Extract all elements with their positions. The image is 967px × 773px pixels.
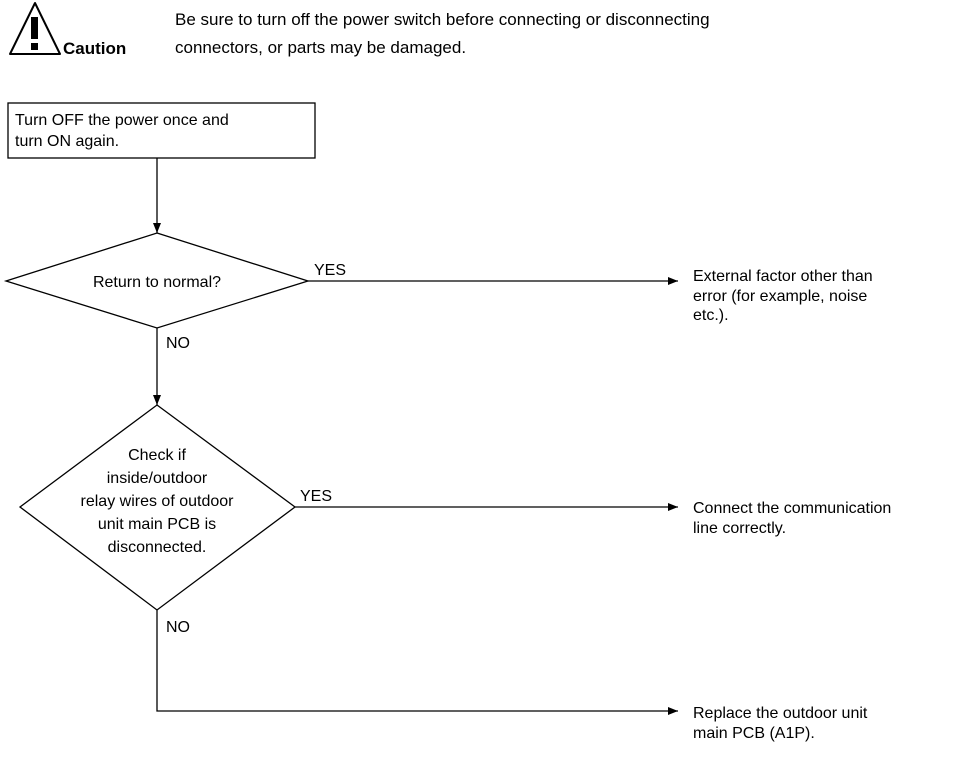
decision-2-text-line: Check if	[128, 447, 186, 464]
result-text-line: error (for example, noise	[693, 288, 867, 305]
decision-2-text-line: inside/outdoor	[107, 470, 208, 487]
final-result: Replace the outdoor unit main PCB (A1P).	[693, 705, 868, 742]
decision-1-text-line: Return to normal?	[93, 274, 221, 291]
connector-decision-2-no	[156, 610, 678, 715]
decision-2-diamond: Check if inside/outdoor relay wires of o…	[18, 404, 297, 611]
decision-2-text-line: relay wires of outdoor	[81, 493, 235, 510]
caution-notice: Caution Be sure to turn off the power sw…	[9, 2, 710, 58]
decision-2-yes-label: YES	[300, 488, 332, 505]
decision-1-no-label: NO	[166, 335, 190, 352]
result-text-line: Replace the outdoor unit	[693, 705, 868, 722]
result-text-line: etc.).	[693, 307, 729, 324]
decision-1-yes-label: YES	[314, 262, 346, 279]
result-text-line: line correctly.	[693, 520, 786, 537]
start-box-text-line: Turn OFF the power once and	[15, 112, 229, 129]
decision-2-yes-result: Connect the communication line correctly…	[693, 500, 891, 537]
result-text-line: Connect the communication	[693, 500, 891, 517]
decision-2-text-line: disconnected.	[108, 539, 207, 556]
decision-2-no-label: NO	[166, 619, 190, 636]
caution-message-line: connectors, or parts may be damaged.	[175, 38, 466, 57]
start-process-box: Turn OFF the power once and turn ON agai…	[7, 102, 316, 159]
caution-label: Caution	[63, 39, 126, 58]
result-text-line: External factor other than	[693, 268, 873, 285]
start-box-text-line: turn ON again.	[15, 133, 119, 150]
warning-triangle-icon	[9, 2, 61, 55]
caution-message-line: Be sure to turn off the power switch bef…	[175, 10, 710, 29]
result-text-line: main PCB (A1P).	[693, 725, 815, 742]
decision-1-diamond: Return to normal?	[3, 232, 311, 329]
decision-1-yes-result: External factor other than error (for ex…	[693, 268, 873, 324]
decision-2-text-line: unit main PCB is	[98, 516, 216, 533]
